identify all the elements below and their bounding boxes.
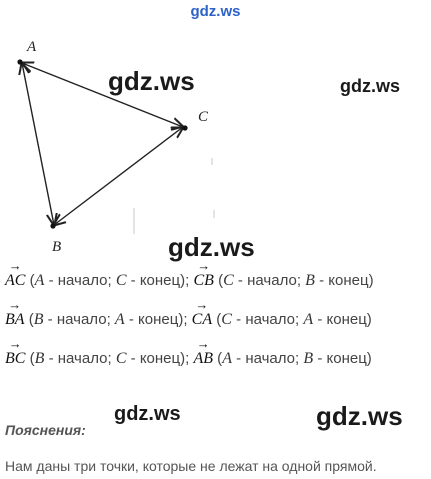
vector-cb: CB	[193, 258, 214, 290]
triangle-figure: A C B	[17, 39, 215, 255]
vector-line-2: BA (B - начало; A - конец); CA (C - нача…	[5, 297, 372, 329]
watermark-below-figure: gdz.ws	[168, 232, 255, 262]
vector-ab: AB	[193, 336, 213, 368]
label-c: C	[198, 109, 209, 125]
segment-ab	[22, 63, 54, 225]
label-a: A	[26, 39, 37, 55]
explanation-heading: Пояснения:	[5, 422, 86, 438]
vector-line-3: BC (B - начало; C - конец); AB (A - нача…	[5, 336, 372, 368]
segment-cb	[54, 127, 183, 225]
point-a	[17, 59, 23, 65]
watermark-right-big: gdz.ws	[316, 401, 403, 431]
vector-ba: BA	[5, 297, 25, 329]
label-b: B	[52, 239, 61, 255]
point-b	[50, 223, 56, 229]
watermark-top: gdz.ws	[190, 3, 241, 20]
vector-line-1: AC (A - начало; C - конец); CB (C - нача…	[5, 258, 374, 290]
watermark-figure-center: gdz.ws	[108, 66, 195, 96]
watermark-left-small: gdz.ws	[114, 403, 181, 425]
vector-ac: AC	[5, 258, 26, 290]
explanation-body: Нам даны три точки, которые не лежат на …	[5, 458, 377, 474]
watermark-figure-right: gdz.ws	[340, 76, 401, 96]
vector-ca: CA	[192, 297, 213, 329]
vector-bc: BC	[5, 336, 26, 368]
point-c	[182, 125, 188, 131]
